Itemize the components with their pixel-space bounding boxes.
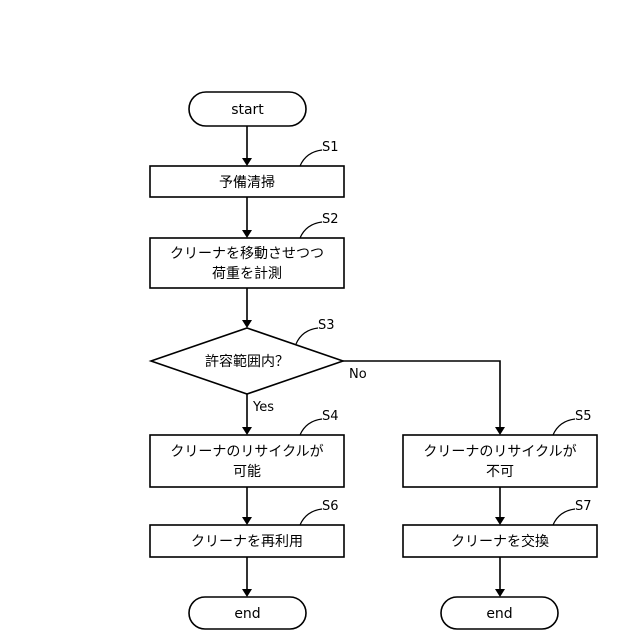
step-s6-id: S6: [322, 499, 339, 514]
arrow-s5-s7: [495, 517, 505, 525]
decision-s3-label: 許容範囲内？: [205, 353, 289, 370]
step-s1-label: 予備清掃: [219, 174, 275, 191]
arrow-s1-s2: [242, 230, 252, 238]
step-s5-label-line1: クリーナのリサイクルが: [423, 444, 576, 460]
arrow-s4-s6: [242, 517, 252, 525]
step-s5-label-line2: 不可: [486, 464, 514, 480]
step-s7-id: S7: [575, 499, 592, 514]
step-s1-id: S1: [322, 140, 339, 155]
arrow-s7-end: [495, 589, 505, 597]
step-s4-label-line1: クリーナのリサイクルが: [170, 444, 323, 460]
arrow-start-s1: [242, 158, 252, 166]
step-s6-label: クリーナを再利用: [191, 534, 303, 550]
step-s6-leader: [300, 509, 322, 525]
branch-yes-label: Yes: [252, 400, 274, 415]
end-terminal-left: end: [189, 597, 306, 629]
decision-s3-leader: [296, 328, 318, 344]
end-terminal-right: end: [441, 597, 558, 629]
arrow-s6-end: [242, 589, 252, 597]
arrow-s3-s4: [242, 427, 252, 435]
step-s2-leader: [300, 222, 322, 238]
arrow-s2-s3: [242, 320, 252, 328]
step-s5-leader: [553, 419, 575, 435]
step-s4-leader: [300, 419, 322, 435]
step-s1-leader: [300, 150, 322, 166]
step-s7-label: クリーナを交換: [451, 533, 549, 550]
end-left-label: end: [234, 606, 260, 622]
step-s2-label-line1: クリーナを移動させつつ: [170, 246, 324, 262]
decision-s3: 許容範囲内？ S3 No Yes: [151, 318, 367, 415]
start-label: start: [231, 102, 264, 118]
step-s5-id: S5: [575, 409, 592, 424]
step-s2-label-line2: 荷重を計測: [212, 266, 282, 282]
step-s4-label-line2: 可能: [233, 464, 261, 480]
arrow-s3-s5: [495, 427, 505, 435]
start-terminal: start: [189, 92, 306, 126]
branch-no-label: No: [349, 367, 367, 382]
end-right-label: end: [486, 606, 512, 622]
step-s4-id: S4: [322, 409, 339, 424]
step-s7-leader: [553, 509, 575, 525]
decision-s3-id: S3: [318, 318, 335, 333]
step-s2-id: S2: [322, 212, 339, 227]
